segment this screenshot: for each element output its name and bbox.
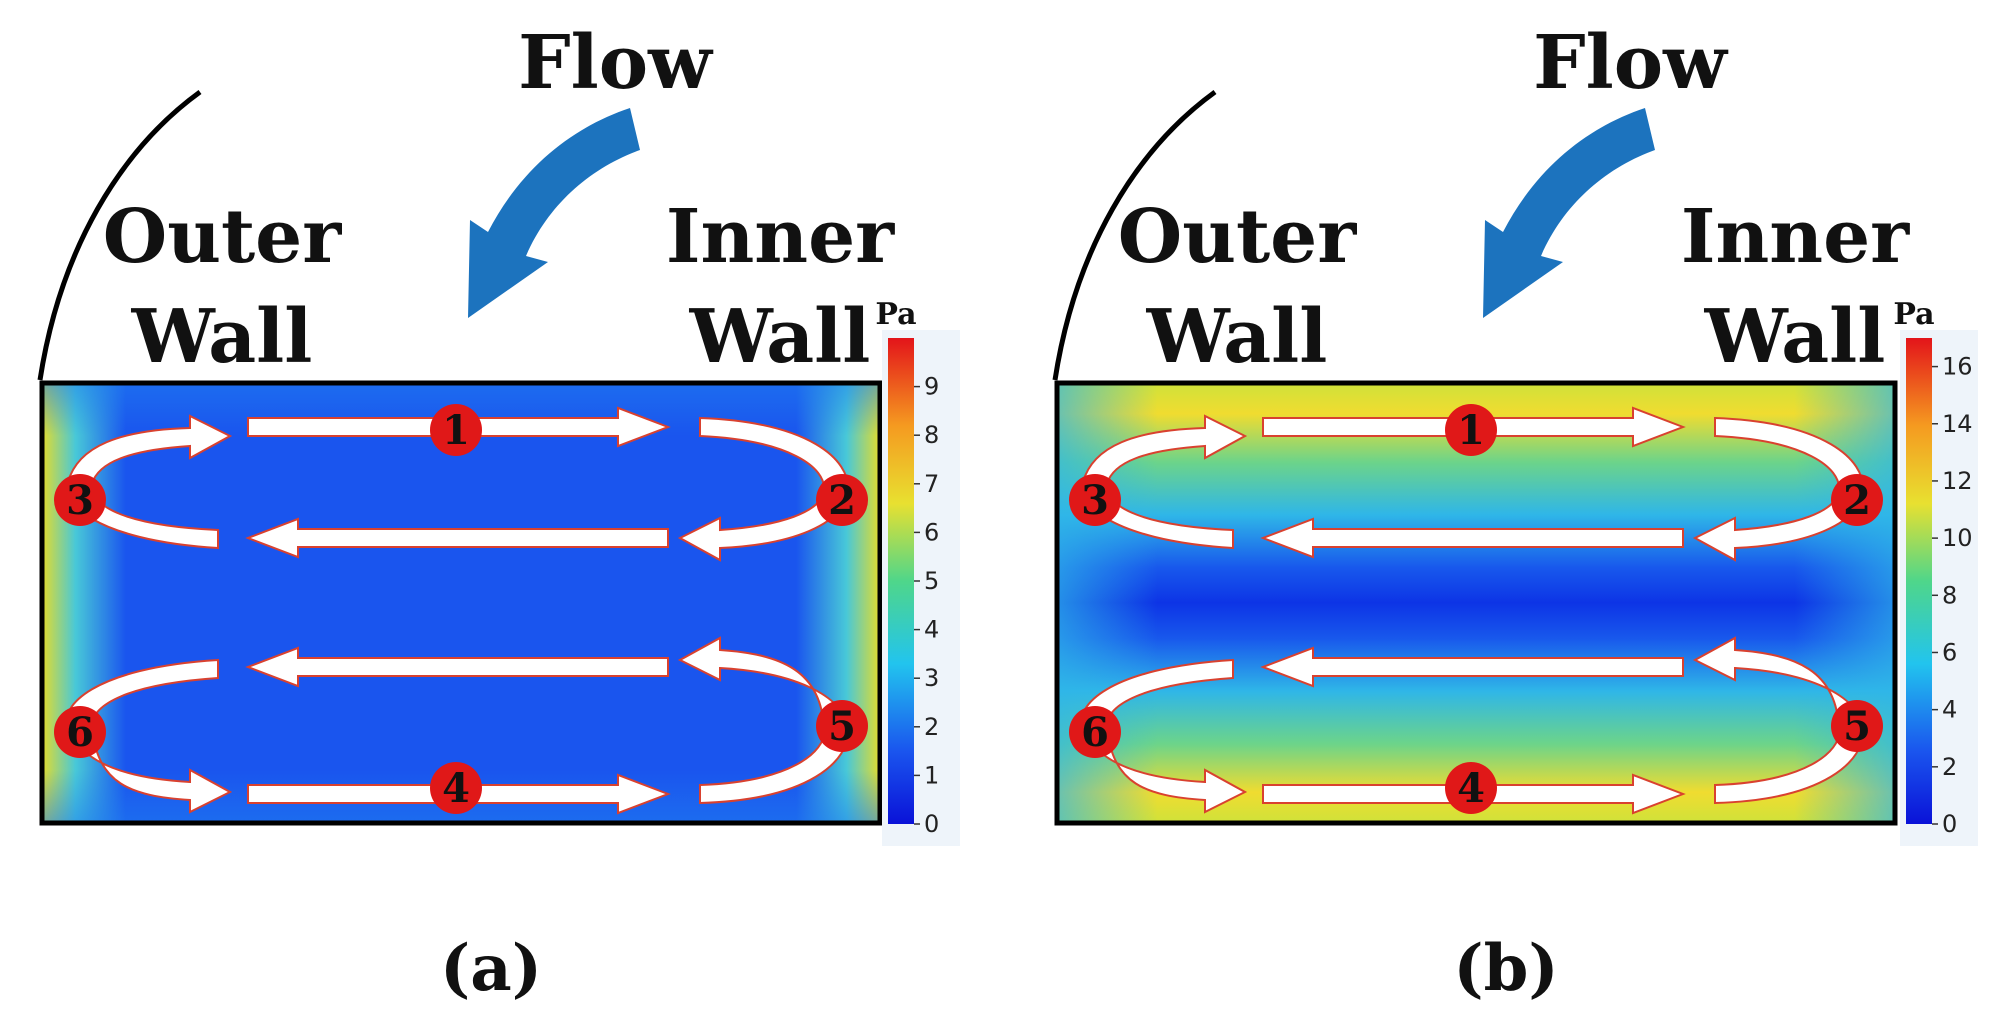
colorbar-tick-label: 3: [924, 664, 939, 692]
colorbar-tick-label: 1: [924, 761, 939, 789]
curved-arrow-icon: [468, 108, 640, 318]
outer-wall-curve: [37, 89, 202, 381]
white-arrow-icon: [245, 646, 669, 688]
white-arrow-icon: [1692, 636, 1865, 805]
white-arrow-icon: [1692, 416, 1865, 562]
inner-wall-label: Inner: [666, 194, 895, 280]
numbered-circle-icon: 6: [54, 706, 106, 758]
numbered-circle-icon: 1: [430, 404, 482, 456]
flow-label: Flow: [1533, 20, 1729, 106]
numbered-circle-icon: 3: [54, 474, 106, 526]
colorbar: [1906, 338, 1932, 824]
panel-b: FlowOuterWallInnerWall123456Pa0246810121…: [1052, 20, 1978, 1006]
colorbar-tick-label: 2: [924, 713, 939, 741]
numbered-circle-icon: 5: [816, 700, 868, 752]
colorbar-tick-label: 14: [1942, 410, 1973, 438]
colorbar-tick-label: 4: [924, 616, 939, 644]
colorbar-tick-label: 8: [924, 421, 939, 449]
point-marker-number: 4: [442, 765, 470, 812]
outer-wall-label: Wall: [131, 294, 313, 380]
colorbar-tick-label: 9: [924, 373, 939, 401]
inner-wall-label: Inner: [1681, 194, 1910, 280]
outer-wall-curve: [1052, 89, 1217, 381]
colorbar-tick-label: 6: [1942, 638, 1957, 666]
point-marker-number: 3: [66, 477, 94, 524]
white-arrow-icon: [677, 416, 850, 562]
stress-field-overlay: [1057, 383, 1895, 823]
numbered-circle-icon: 3: [1069, 474, 1121, 526]
stress-field-overlay: [42, 383, 880, 823]
flow-label: Flow: [518, 20, 714, 106]
colorbar-tick-label: 0: [924, 810, 939, 838]
outer-wall-label: Wall: [1146, 294, 1328, 380]
colorbar-tick-label: 4: [1942, 696, 1957, 724]
channel-cross-section: [1054, 380, 1898, 826]
point-marker-number: 4: [1457, 765, 1485, 812]
white-arrow-icon: [1260, 517, 1684, 559]
white-arrow-icon: [1260, 646, 1684, 688]
white-arrow-icon: [677, 636, 850, 805]
inner-wall-label: Wall: [1704, 294, 1886, 380]
white-arrow-icon: [65, 658, 233, 814]
panel-label: (a): [440, 931, 542, 1006]
colorbar-tick-label: 7: [924, 470, 939, 498]
point-marker-number: 6: [66, 709, 94, 756]
colorbar-unit: Pa: [875, 297, 916, 332]
colorbar-tick-label: 0: [1942, 810, 1957, 838]
outer-wall-label: Outer: [103, 194, 343, 280]
point-marker-number: 5: [828, 703, 856, 750]
white-arrow-icon: [1080, 658, 1248, 814]
channel-cross-section: [39, 380, 883, 826]
point-marker-number: 2: [1843, 477, 1871, 524]
colorbar-tick-label: 6: [924, 518, 939, 546]
white-arrow-icon: [245, 517, 669, 559]
numbered-circle-icon: 2: [1831, 474, 1883, 526]
point-marker-number: 2: [828, 477, 856, 524]
numbered-circle-icon: 4: [1445, 762, 1497, 814]
point-marker-number: 1: [1457, 407, 1485, 454]
colorbar-tick-label: 10: [1942, 524, 1973, 552]
point-marker-number: 5: [1843, 703, 1871, 750]
curved-arrow-icon: [1483, 108, 1655, 318]
circulation-arrows: [1080, 406, 1865, 815]
colorbar-tick-label: 16: [1942, 353, 1973, 381]
numbered-circle-icon: 5: [1831, 700, 1883, 752]
colorbar-tick-label: 5: [924, 567, 939, 595]
colorbar: [888, 338, 914, 824]
point-marker-number: 3: [1081, 477, 1109, 524]
panel-label: (b): [1453, 931, 1558, 1006]
numbered-circle-icon: 4: [430, 762, 482, 814]
point-marker-number: 6: [1081, 709, 1109, 756]
inner-wall-label: Wall: [689, 294, 871, 380]
colorbar-tick-label: 2: [1942, 753, 1957, 781]
colorbar-tick-label: 8: [1942, 581, 1957, 609]
numbered-circle-icon: 1: [1445, 404, 1497, 456]
outer-wall-label: Outer: [1118, 194, 1358, 280]
colorbar-tick-label: 12: [1942, 467, 1973, 495]
colorbar-unit: Pa: [1893, 297, 1934, 332]
numbered-circle-icon: 2: [816, 474, 868, 526]
numbered-circle-icon: 6: [1069, 706, 1121, 758]
point-marker-number: 1: [442, 407, 470, 454]
